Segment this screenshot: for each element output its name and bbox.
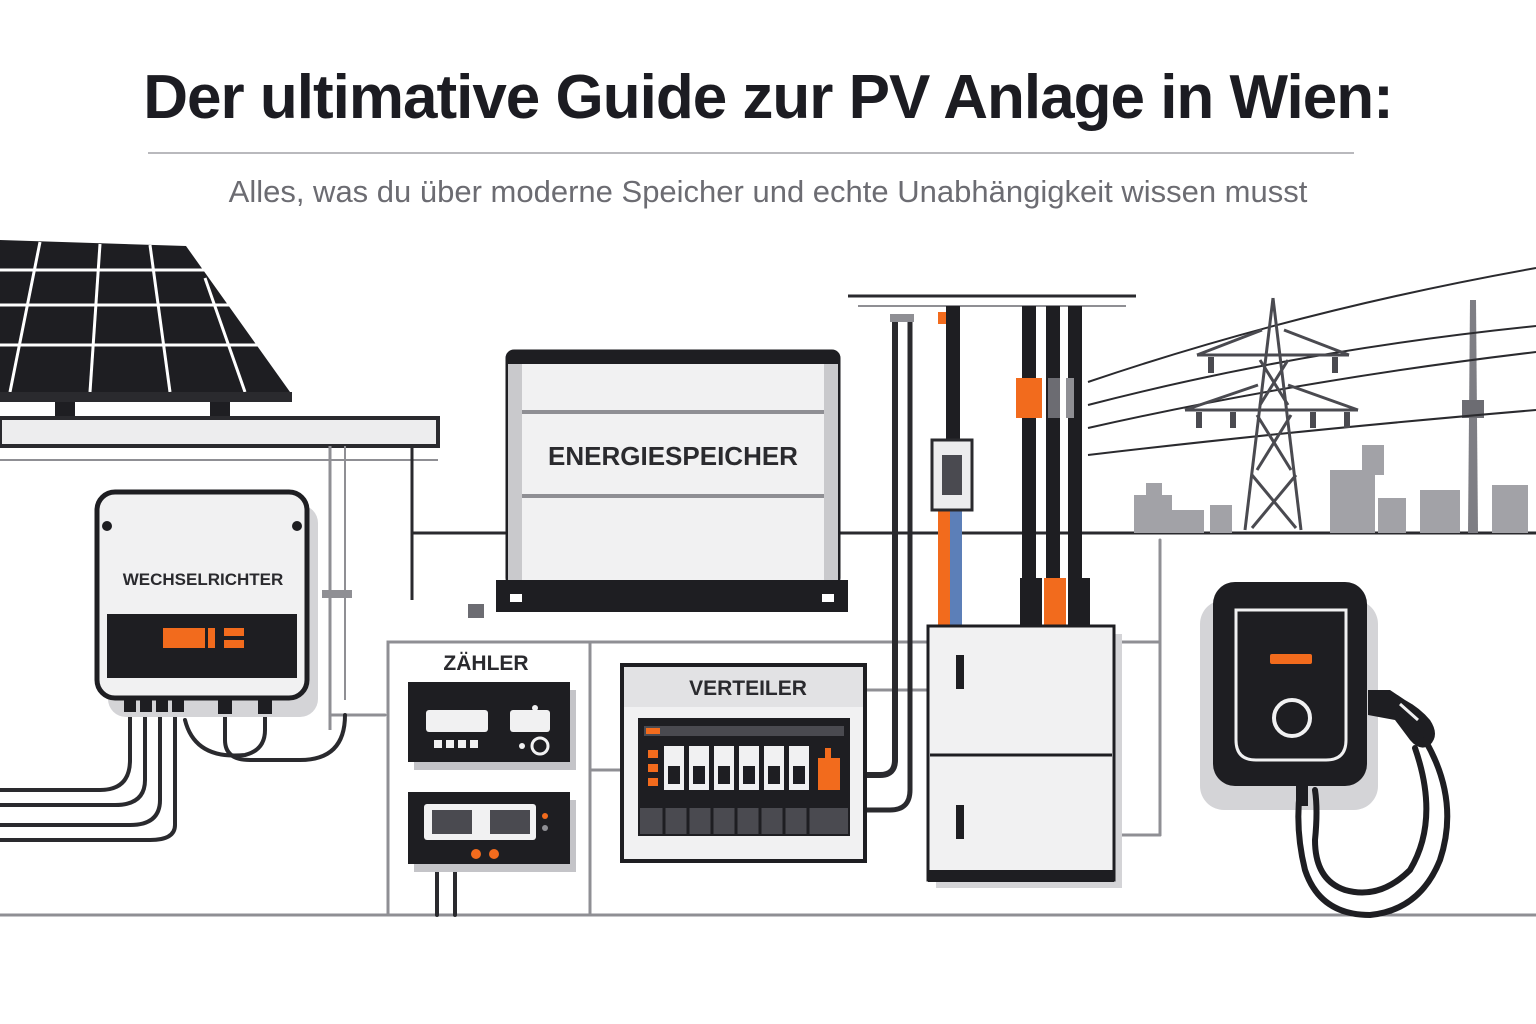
page-title: Der ultimative Guide zur PV Anlage in Wi… xyxy=(143,63,1393,132)
electrical-cabinet-icon xyxy=(926,624,1122,888)
title-divider xyxy=(148,152,1354,154)
meter-label: ZÄHLER xyxy=(443,652,528,675)
power-pylon-icon xyxy=(1184,297,1359,531)
inverter-icon: WECHSELRICHTER xyxy=(94,489,318,717)
page-subtitle: Alles, was du über moderne Speicher und … xyxy=(228,174,1308,209)
storage-label: ENERGIESPEICHER xyxy=(548,441,798,471)
distribution-label: VERTEILER xyxy=(689,677,807,700)
service-entrance-icon xyxy=(848,294,1136,630)
tv-tower-icon xyxy=(1462,300,1484,533)
battery-storage-icon: ENERGIESPEICHER xyxy=(468,349,848,618)
solar-panel-icon xyxy=(0,240,292,416)
power-lines xyxy=(1087,267,1536,456)
smart-meter-icon xyxy=(408,792,576,872)
inverter-label: WECHSELRICHTER xyxy=(123,570,284,589)
pylon-insulators xyxy=(1196,357,1350,428)
electricity-meter-icon: ZÄHLER xyxy=(408,652,576,770)
distribution-board-icon: VERTEILER xyxy=(620,663,867,863)
city-skyline-icon xyxy=(1134,445,1528,533)
wiring xyxy=(0,315,1162,917)
ev-charger-icon xyxy=(1200,582,1451,919)
roof-edge xyxy=(0,416,440,730)
